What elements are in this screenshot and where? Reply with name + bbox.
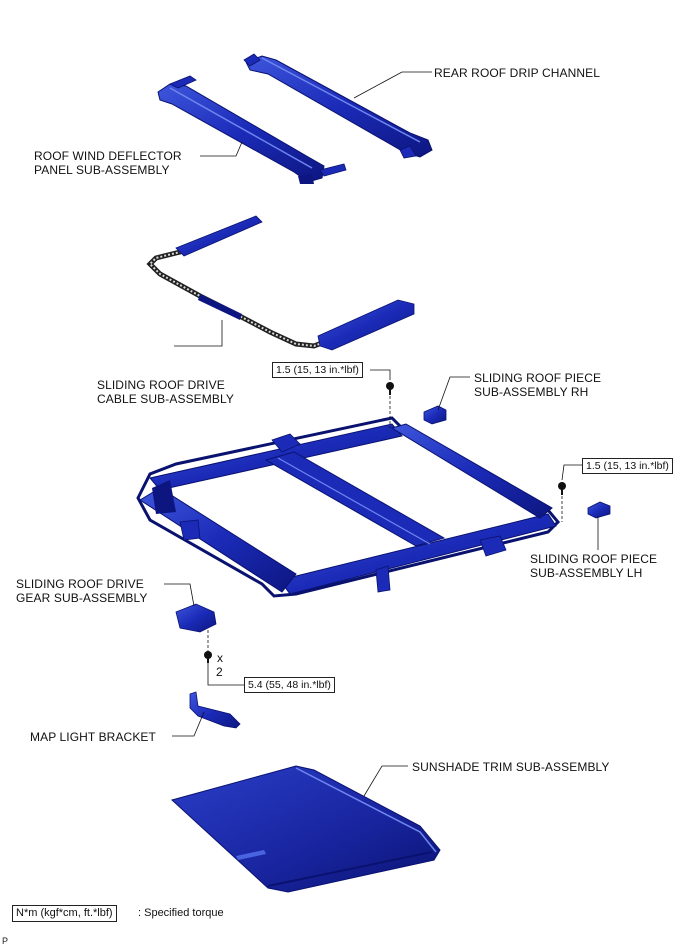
sliding-roof-piece-lh-part (587, 501, 611, 519)
torque-piece-lh: 1.5 (15, 13 in.*lbf) (582, 458, 673, 474)
map-light-bracket-part (189, 691, 241, 729)
label-piece-rh-line1: SLIDING ROOF PIECE (474, 371, 602, 385)
leader-torque-rh (370, 369, 391, 380)
leader-torque-lh (561, 464, 582, 481)
label-piece-lh-line2: SUB-ASSEMBLY LH (530, 566, 643, 580)
sliding-roof-piece-rh-part (423, 405, 447, 425)
leader-piece-rh (437, 376, 470, 411)
sliding-roof-housing-frame-part (136, 416, 561, 598)
label-map-light-bracket: MAP LIGHT BRACKET (30, 730, 156, 744)
leader-sunshade (363, 765, 408, 797)
label-drive-gear-line1: SLIDING ROOF DRIVE (16, 577, 144, 591)
quantity-count: 2 (216, 665, 223, 679)
label-drive-cable-line1: SLIDING ROOF DRIVE (97, 378, 225, 392)
corner-mark: P (2, 936, 9, 946)
bolt-rh (386, 382, 394, 428)
screw-drive-gear (204, 651, 212, 663)
torque-piece-rh: 1.5 (15, 13 in.*lbf) (272, 362, 363, 378)
leader-drive-cable (174, 320, 223, 347)
roof-wind-deflector-panel-part (157, 75, 347, 184)
torque-drive-gear: 5.4 (55, 48 in.*lbf) (244, 677, 335, 693)
sunshade-trim-part (170, 765, 441, 893)
label-roof-wind-deflector-line1: ROOF WIND DEFLECTOR (34, 149, 182, 163)
leader-drive-gear (164, 583, 195, 607)
legend-unit-box: N*m (kgf*cm, ft.*lbf) (12, 905, 117, 922)
leader-lines (164, 71, 599, 797)
label-roof-wind-deflector-line2: PANEL SUB-ASSEMBLY (34, 163, 170, 177)
leader-wind-deflector (200, 141, 243, 157)
sliding-roof-drive-gear-part (175, 603, 217, 652)
legend-description: : Specified torque (138, 907, 224, 919)
label-piece-lh-line1: SLIDING ROOF PIECE (530, 552, 658, 566)
label-sunshade-trim: SUNSHADE TRIM SUB-ASSEMBLY (412, 760, 610, 774)
sliding-roof-drive-cable-part (146, 215, 415, 351)
leader-torque-gear (207, 663, 244, 686)
label-piece-rh-line2: SUB-ASSEMBLY RH (474, 385, 589, 399)
rear-roof-drip-channel-part (243, 53, 433, 159)
label-drive-gear-line2: GEAR SUB-ASSEMBLY (16, 591, 148, 605)
label-rear-roof-drip-channel: REAR ROOF DRIP CHANNEL (434, 66, 601, 80)
bolt-lh (558, 482, 566, 522)
label-drive-cable-line2: CABLE SUB-ASSEMBLY (97, 392, 234, 406)
leader-rear-drip (353, 71, 432, 99)
quantity-symbol: x (217, 651, 223, 665)
leader-map-light (172, 711, 205, 737)
